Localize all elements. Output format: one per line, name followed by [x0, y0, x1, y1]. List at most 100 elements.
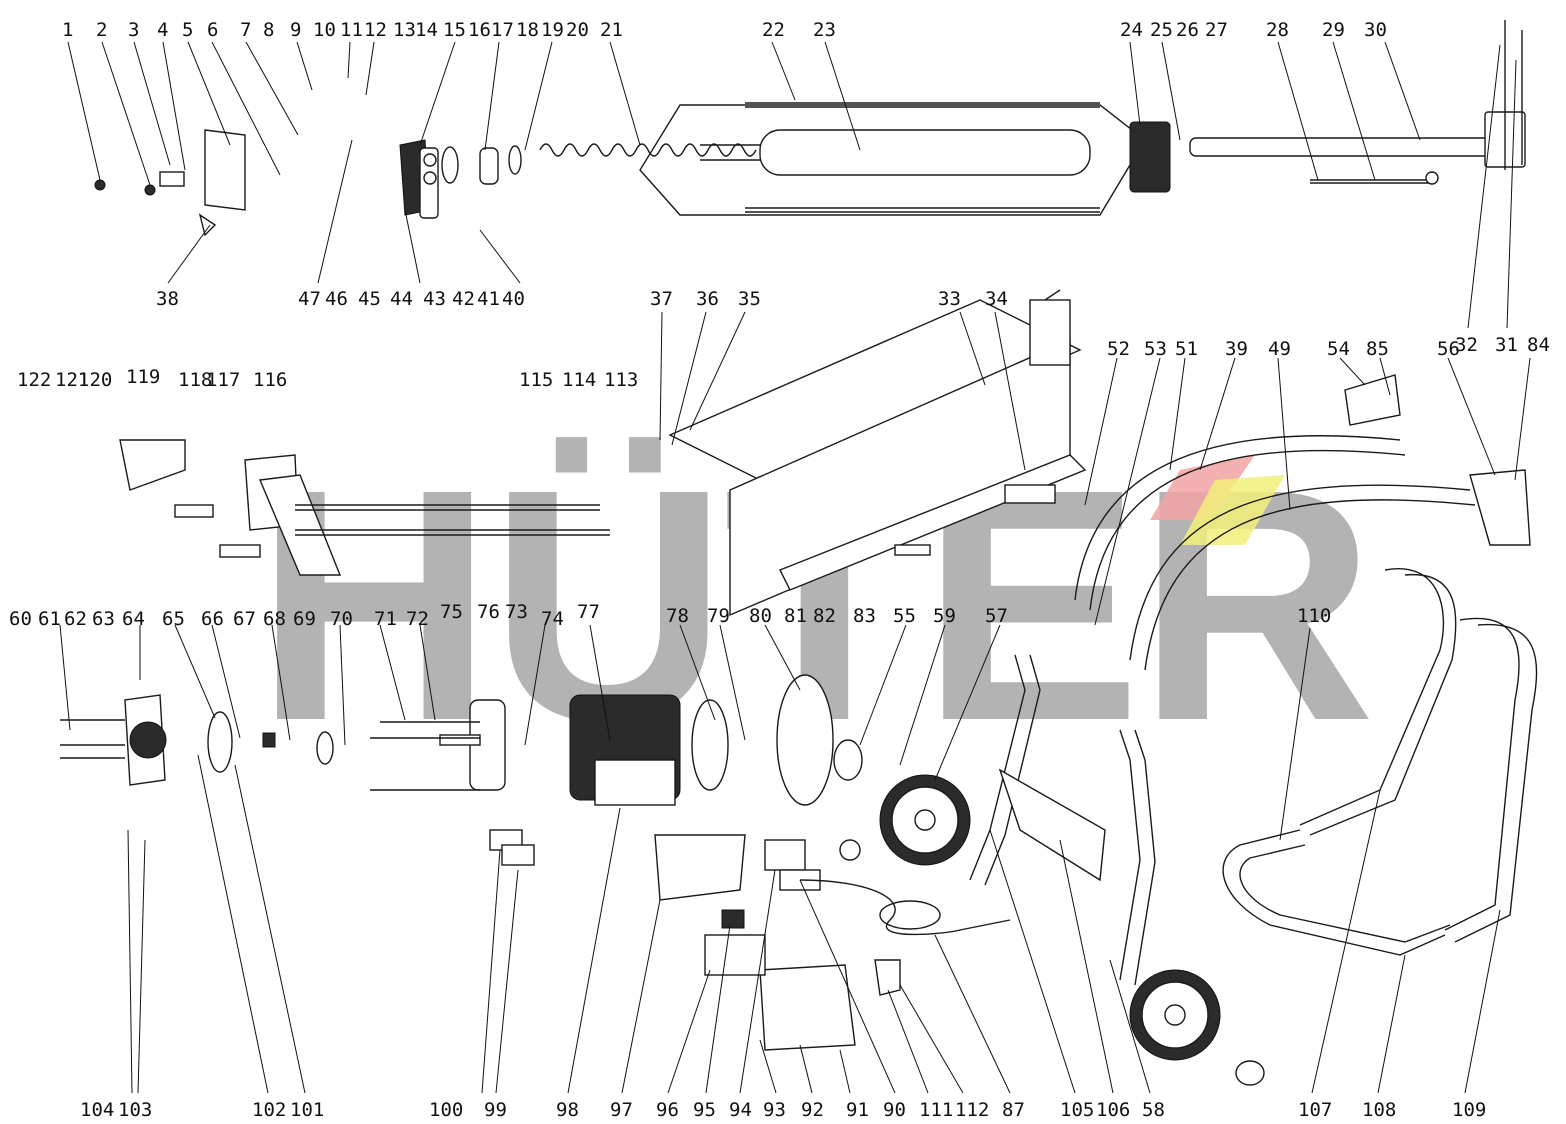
part-label-46: 46	[325, 288, 348, 310]
handle-tubes	[969, 374, 1538, 986]
part-label-110: 110	[1297, 605, 1331, 627]
part-label-22: 22	[762, 19, 785, 41]
leader-lines	[59, 41, 1531, 1094]
part-label-35: 35	[738, 288, 761, 310]
part-label-103: 103	[118, 1099, 152, 1121]
part-label-122: 122	[17, 369, 51, 391]
part-label-112: 112	[955, 1099, 989, 1121]
part-label-118: 118	[178, 369, 212, 391]
part-label-28: 28	[1266, 19, 1289, 41]
part-label-10: 10	[313, 19, 336, 41]
part-label-47: 47	[298, 288, 321, 310]
part-label-72: 72	[406, 608, 429, 630]
table-assembly	[668, 289, 1087, 617]
wheels	[833, 739, 1265, 1086]
part-label-104: 104	[80, 1099, 114, 1121]
part-label-70: 70	[330, 608, 353, 630]
part-label-97: 97	[610, 1099, 633, 1121]
part-label-65: 65	[162, 608, 185, 630]
part-label-56: 56	[1437, 338, 1460, 360]
part-label-63: 63	[92, 608, 115, 630]
part-label-34: 34	[985, 288, 1008, 310]
part-label-60: 60	[9, 608, 32, 630]
part-label-115: 115	[519, 369, 553, 391]
part-label-87: 87	[1002, 1099, 1025, 1121]
part-label-44: 44	[390, 288, 413, 310]
part-label-61: 61	[38, 608, 61, 630]
part-label-120: 120	[78, 369, 112, 391]
part-label-94: 94	[729, 1099, 752, 1121]
part-label-26: 26	[1176, 19, 1199, 41]
part-label-91: 91	[846, 1099, 869, 1121]
part-label-93: 93	[763, 1099, 786, 1121]
part-label-81: 81	[784, 605, 807, 627]
part-label-107: 107	[1298, 1099, 1332, 1121]
motor-assembly	[60, 674, 834, 806]
part-label-11: 11	[340, 19, 363, 41]
part-label-114: 114	[562, 369, 596, 391]
part-label-14: 14	[415, 19, 438, 41]
part-label-20: 20	[566, 19, 589, 41]
part-label-55: 55	[893, 605, 916, 627]
part-label-119: 119	[126, 366, 160, 388]
part-label-25: 25	[1150, 19, 1173, 41]
part-label-18: 18	[516, 19, 539, 41]
bracket-assembly	[119, 439, 610, 576]
part-label-62: 62	[64, 608, 87, 630]
part-label-41: 41	[477, 288, 500, 310]
part-label-17: 17	[491, 19, 514, 41]
part-label-57: 57	[985, 605, 1008, 627]
part-label-5: 5	[182, 19, 193, 41]
part-label-3: 3	[128, 19, 139, 41]
part-label-101: 101	[290, 1099, 324, 1121]
part-label-49: 49	[1268, 338, 1291, 360]
part-label-39: 39	[1225, 338, 1248, 360]
part-label-85: 85	[1366, 338, 1389, 360]
part-label-109: 109	[1452, 1099, 1486, 1121]
part-label-116: 116	[253, 369, 287, 391]
part-label-45: 45	[358, 288, 381, 310]
cylinder-assembly	[94, 20, 1526, 237]
part-label-80: 80	[749, 605, 772, 627]
part-label-96: 96	[656, 1099, 679, 1121]
control-box	[489, 829, 1011, 1051]
part-label-37: 37	[650, 288, 673, 310]
part-label-54: 54	[1327, 338, 1350, 360]
part-label-30: 30	[1364, 19, 1387, 41]
part-label-102: 102	[252, 1099, 286, 1121]
part-label-21: 21	[600, 19, 623, 41]
part-label-27: 27	[1205, 19, 1228, 41]
part-label-73: 73	[505, 601, 528, 623]
part-label-75: 75	[440, 601, 463, 623]
part-label-40: 40	[502, 288, 525, 310]
part-label-42: 42	[452, 288, 475, 310]
part-label-19: 19	[541, 19, 564, 41]
part-label-67: 67	[233, 608, 256, 630]
part-label-117: 117	[206, 369, 240, 391]
part-label-69: 69	[293, 608, 316, 630]
part-label-77: 77	[577, 601, 600, 623]
part-label-58: 58	[1142, 1099, 1165, 1121]
part-label-23: 23	[813, 19, 836, 41]
part-label-68: 68	[263, 608, 286, 630]
part-label-32: 32	[1455, 334, 1478, 356]
part-label-38: 38	[156, 288, 179, 310]
part-label-100: 100	[429, 1099, 463, 1121]
part-label-7: 7	[240, 19, 251, 41]
part-label-83: 83	[853, 605, 876, 627]
part-label-2: 2	[96, 19, 107, 41]
part-label-64: 64	[122, 608, 145, 630]
part-label-43: 43	[423, 288, 446, 310]
part-label-31: 31	[1495, 334, 1518, 356]
part-label-105: 105	[1060, 1099, 1094, 1121]
part-label-108: 108	[1362, 1099, 1396, 1121]
part-label-29: 29	[1322, 19, 1345, 41]
part-label-99: 99	[484, 1099, 507, 1121]
part-label-4: 4	[157, 19, 168, 41]
part-label-1: 1	[62, 19, 73, 41]
part-label-71: 71	[374, 608, 397, 630]
part-label-84: 84	[1527, 334, 1550, 356]
